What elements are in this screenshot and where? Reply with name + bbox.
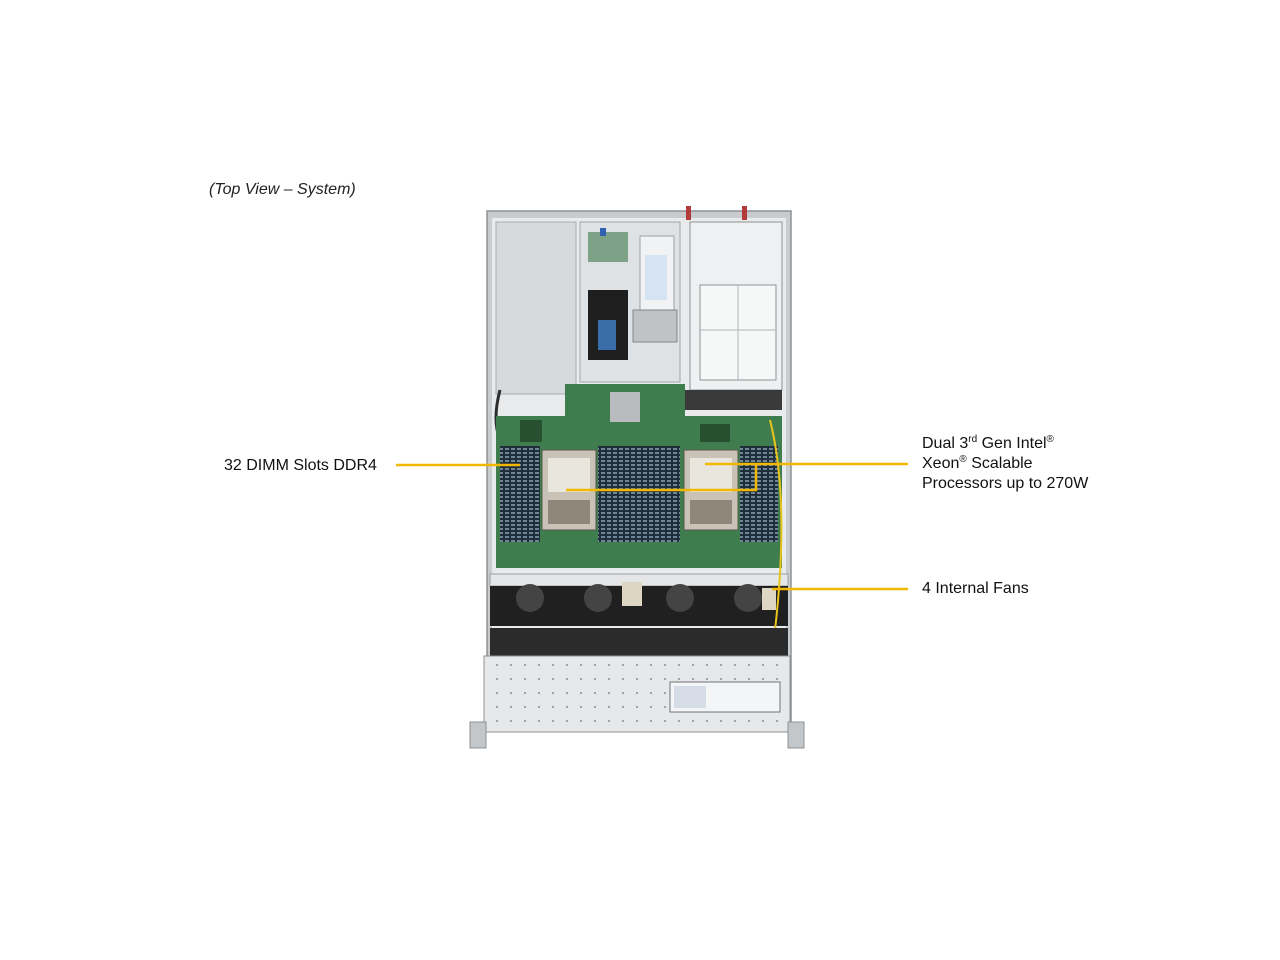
dimm-slots-label: 32 DIMM Slots DDR4 xyxy=(224,457,377,474)
cpu-text-c: Xeon xyxy=(922,455,960,472)
registered-mark: ® xyxy=(1046,434,1054,445)
processors-line-1: Dual 3rd Gen Intel® xyxy=(922,434,1088,454)
cpu-ordinal: rd xyxy=(968,434,978,445)
processors-label: Dual 3rd Gen Intel® Xeon® Scalable Proce… xyxy=(922,434,1088,494)
fan-tray xyxy=(489,419,789,631)
power-supply-bay xyxy=(684,221,783,410)
cpu-text-a: Dual 3 xyxy=(922,435,969,452)
cpu-text-b: Gen Intel xyxy=(977,435,1047,452)
processors-line-2: Xeon® Scalable xyxy=(922,454,1088,474)
riser-area xyxy=(579,206,747,383)
front-drive-bay xyxy=(469,628,805,749)
processors-line-3: Processors up to 270W xyxy=(922,475,1089,492)
callout-leaders xyxy=(396,462,908,591)
cpu-text-d: Scalable xyxy=(966,455,1033,472)
cpu-leader-bottom xyxy=(566,464,758,492)
view-caption: (Top View – System) xyxy=(209,181,356,198)
internal-fans-label: 4 Internal Fans xyxy=(922,580,1029,597)
registered-mark: ® xyxy=(959,454,967,465)
dimm-banks xyxy=(500,446,778,542)
